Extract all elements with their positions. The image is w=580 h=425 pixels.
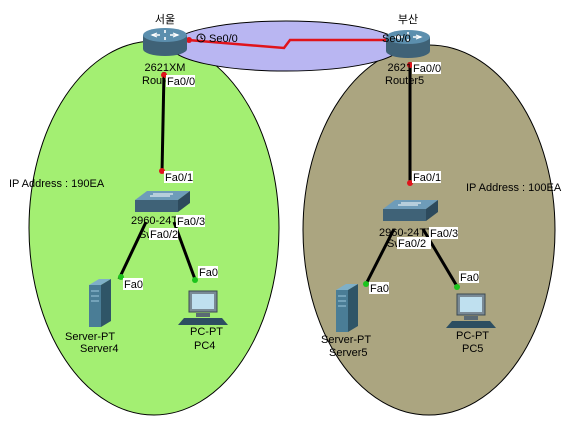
pc-model: PC-PT	[456, 330, 489, 342]
router-seoul[interactable]: 서울 2621XM Router4	[142, 13, 187, 87]
switch-icon	[383, 200, 438, 221]
router-icon	[386, 30, 430, 58]
link-router4-switch4[interactable]	[160, 71, 166, 174]
port-label-seoul-serial: Se0/0	[209, 33, 238, 45]
port-label: Fa0/3	[177, 216, 205, 228]
pc-model: PC-PT	[190, 326, 223, 338]
serial-link-seoul-busan[interactable]	[187, 38, 392, 50]
link-switch4-server4[interactable]	[117, 221, 148, 280]
server-name: Server4	[80, 343, 119, 355]
port-label-busan-serial: Se0/0	[382, 33, 411, 45]
pc-icon	[178, 290, 228, 325]
port-dot	[118, 274, 124, 280]
switch-icon	[135, 191, 190, 212]
server-left[interactable]: Server-PT Server4	[65, 279, 119, 355]
port-label: Fa0/0	[167, 76, 195, 88]
port-label: Fa0/0	[413, 63, 441, 75]
port-label: Fa0/3	[430, 228, 458, 240]
pc-icon	[446, 293, 496, 328]
switch-model: 2960-24TT	[379, 227, 433, 239]
port-labels: Fa0/0 Fa0/1 Fa0/2 Fa0/3 Fa0 Fa0 Fa0/0 Fa…	[123, 62, 479, 295]
port-label: Fa0/1	[165, 172, 193, 184]
port-dot	[454, 284, 460, 290]
port-dot	[407, 180, 413, 186]
pc-name: PC4	[194, 340, 215, 352]
link-switch5-server5[interactable]	[363, 228, 396, 287]
port-indicators	[118, 37, 460, 290]
zone-label-left: IP Address : 190EA	[9, 178, 105, 190]
router-city: 서울	[155, 13, 175, 26]
server-model: Server-PT	[65, 331, 115, 343]
pc-name: PC5	[462, 343, 483, 355]
router-model: 2621XM	[145, 62, 186, 74]
port-label: Fa0	[199, 267, 218, 279]
zone-label-right: IP Address : 100EA	[466, 182, 562, 194]
port-label: Fa0	[124, 279, 143, 291]
router-icon	[143, 28, 187, 56]
clock-icon	[196, 33, 206, 43]
router-city: 부산	[398, 13, 418, 26]
server-right[interactable]: Server-PT Server5	[321, 284, 371, 359]
port-label: Fa0	[460, 272, 479, 284]
port-label: Fa0/2	[150, 229, 178, 241]
switch-left[interactable]: 2960-24TT Switch4	[131, 191, 190, 241]
pc-right[interactable]: PC-PT PC5	[446, 293, 496, 355]
port-label: Fa0/2	[398, 238, 426, 250]
port-dot	[161, 72, 167, 78]
port-label: Fa0	[370, 283, 389, 295]
router-name: Router5	[385, 75, 424, 87]
switch-model: 2960-24TT	[131, 215, 185, 227]
port-dot	[192, 277, 198, 283]
port-label: Fa0/1	[413, 172, 441, 184]
pc-left[interactable]: PC-PT PC4	[178, 290, 228, 352]
router-busan[interactable]: 부산 2621XM Router5	[385, 13, 430, 87]
server-model: Server-PT	[321, 334, 371, 346]
port-dot	[186, 37, 192, 43]
server-name: Server5	[329, 347, 368, 359]
server-icon	[89, 279, 111, 327]
port-dot	[363, 281, 369, 287]
port-dot	[407, 62, 413, 68]
server-icon	[336, 284, 358, 332]
port-dot	[159, 168, 165, 174]
